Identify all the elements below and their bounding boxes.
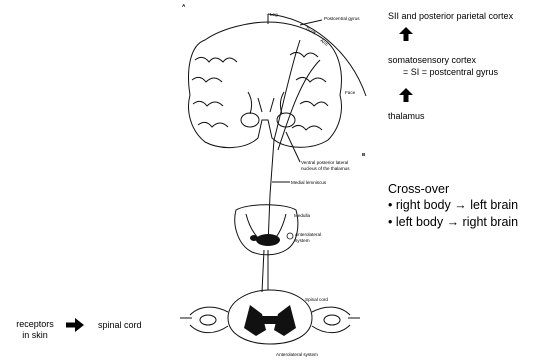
crossover-right-body: • right body → left brain [388,198,518,213]
arrow-up-icon [399,27,413,41]
somatosensory-cortex-label: somatosensory cortex [388,55,476,66]
spinal-cord-figure-label: Spinal cord [305,297,328,302]
arrow-up-icon [399,88,413,102]
vpl-label-line1: Ventral posterior lateral [301,160,348,165]
face-label: Face [345,90,355,95]
crossover-title: Cross-over [388,182,449,197]
vpl-label-line2: nucleus of the thalamus [301,166,350,171]
sii-parietal-label: SII and posterior parietal cortex [388,11,513,22]
anterolateral-label-line2: system [295,238,310,243]
postcentral-gyrus-label: Postcentral gyrus [324,16,360,21]
medulla-label: Medulla [294,213,310,218]
medial-lemniscus-label: Medial lemniscus [291,180,326,185]
panel-b-label: B [362,152,365,157]
si-postcentral-label: = SI = postcentral gyrus [403,67,498,78]
panel-a-label: A [182,3,185,8]
crossover-left-body: • left body → right brain [388,215,518,230]
medulla-outline [235,205,298,255]
spinal-cord-label: spinal cord [98,320,142,331]
anterolateral-system-label: Anterolateral system [276,352,318,357]
thalamus-label: thalamus [388,111,425,122]
receptors-label-line2: in skin [8,330,62,341]
receptors-label-line1: receptors [8,319,62,330]
leg-label: Leg [270,12,278,17]
arrow-right-icon [66,318,84,332]
anterolateral-label-line1: Anterolateral [295,232,321,237]
